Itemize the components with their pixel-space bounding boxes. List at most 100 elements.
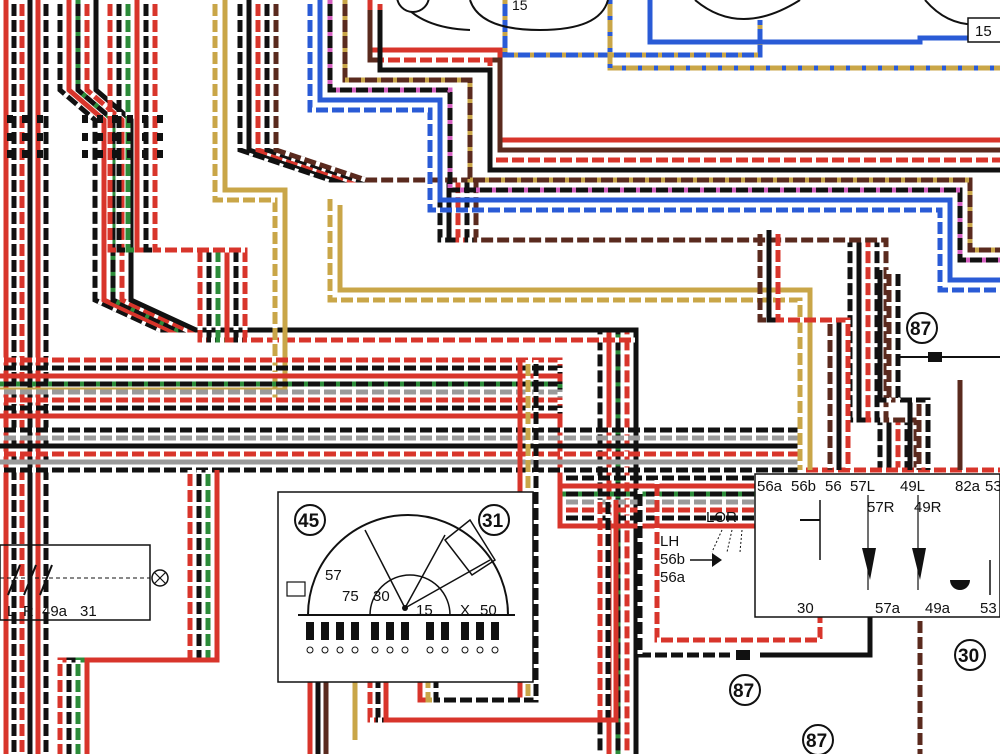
svg-text:45: 45 bbox=[298, 511, 320, 532]
wire-stripe-33 bbox=[502, 0, 763, 58]
connector-pin-4-0 bbox=[97, 115, 103, 123]
relay-terminal-56a: 56a bbox=[757, 478, 783, 495]
connector-pin-7-1 bbox=[142, 133, 148, 141]
wire-10 bbox=[93, 0, 639, 754]
wire-31 bbox=[377, 10, 1000, 173]
top-left-connectors bbox=[7, 115, 163, 158]
top-right-terminal-label: 15 bbox=[975, 23, 992, 40]
rotary-terminal-block-11 bbox=[491, 622, 499, 640]
wire-56 bbox=[895, 270, 931, 470]
connector-pin-5-2 bbox=[112, 150, 118, 158]
wire-stripe-34 bbox=[607, 0, 1000, 71]
connector-pin-6-2 bbox=[127, 150, 133, 158]
wire-stripe-17 bbox=[152, 0, 635, 343]
rotary-terminal-blocks bbox=[306, 622, 499, 654]
connector-pin-7-0 bbox=[142, 115, 148, 123]
relay-side-labels: LH LOR 56b 56a bbox=[660, 509, 743, 586]
wire-stripe-50 bbox=[327, 195, 803, 470]
rotary-terminal-block-1 bbox=[321, 622, 329, 640]
relay-terminal-57r: 57R bbox=[867, 499, 895, 516]
inline-connector-87-right bbox=[900, 352, 1000, 362]
svg-text:31: 31 bbox=[482, 511, 504, 532]
rotary-terminal-block-0 bbox=[306, 622, 314, 640]
rotary-terminal-15: 15 bbox=[416, 602, 433, 619]
connector-pin-3-1 bbox=[82, 133, 88, 141]
rotary-terminal-block-4 bbox=[371, 622, 379, 640]
connector-pin-0-1 bbox=[7, 133, 13, 141]
connector-pin-8-0 bbox=[157, 115, 163, 123]
rotary-terminal-block-8 bbox=[441, 622, 449, 640]
relay-terminal-57a: 57a bbox=[875, 600, 901, 617]
label-lh: LH bbox=[660, 533, 679, 550]
relay-terminal-30: 30 bbox=[797, 600, 814, 617]
connector-pin-4-2 bbox=[97, 150, 103, 158]
rotary-terminal-x: X bbox=[460, 602, 470, 619]
connector-pin-6-1 bbox=[127, 133, 133, 141]
connector-pin-5-0 bbox=[112, 115, 118, 123]
rotary-terminal-block-6 bbox=[401, 622, 409, 640]
bulb-icon bbox=[151, 569, 169, 587]
connector-pin-1-2 bbox=[22, 150, 28, 158]
connector-pin-2-0 bbox=[37, 115, 43, 123]
rotary-terminal-block-9 bbox=[461, 622, 469, 640]
wire-73 bbox=[760, 617, 873, 658]
rotary-terminal-57: 57 bbox=[325, 567, 342, 584]
relay-terminal-56b: 56b bbox=[791, 478, 816, 495]
relay-terminal-57l: 57L bbox=[850, 478, 875, 495]
connector-pin-3-2 bbox=[82, 150, 88, 158]
switch-terminal-31: 31 bbox=[80, 603, 97, 620]
connector-pin-4-1 bbox=[97, 133, 103, 141]
rotary-terminal-pin-3 bbox=[351, 646, 359, 654]
rotary-terminal-pin-7 bbox=[426, 646, 434, 654]
wire-33 bbox=[607, 0, 1000, 71]
svg-text:87: 87 bbox=[806, 731, 827, 752]
wire-29 bbox=[367, 10, 1000, 153]
connector-pin-2-2 bbox=[37, 150, 43, 158]
connector-pin-2-1 bbox=[37, 133, 43, 141]
wire-stripe-73 bbox=[637, 490, 730, 658]
rotary-terminal-block-5 bbox=[386, 622, 394, 640]
rotary-terminal-pin-2 bbox=[336, 646, 344, 654]
wire-50 bbox=[337, 205, 813, 470]
connector-pin-0-2 bbox=[7, 150, 13, 158]
top-terminal-label: 15 bbox=[512, 0, 528, 13]
svg-text:87: 87 bbox=[733, 681, 754, 702]
rotary-terminal-pin-6 bbox=[401, 646, 409, 654]
relay-terminal-49a: 49a bbox=[925, 600, 951, 617]
wire-stripe-28 bbox=[342, 0, 1000, 253]
wire-25 bbox=[317, 0, 1000, 283]
wire-stripe-24 bbox=[273, 0, 919, 470]
rotary-terminal-pin-4 bbox=[371, 646, 379, 654]
rotary-terminal-pin-11 bbox=[491, 646, 499, 654]
connector-pin-5-1 bbox=[112, 133, 118, 141]
rotary-terminal-block-10 bbox=[476, 622, 484, 640]
relay-terminal-49l: 49L bbox=[900, 478, 925, 495]
connector-pin-8-1 bbox=[157, 133, 163, 141]
wire-stripe-31 bbox=[377, 0, 1000, 163]
inline-connector-87-bottom bbox=[736, 650, 750, 660]
wire-53 bbox=[775, 230, 851, 470]
wire-stripe-18 bbox=[0, 0, 278, 403]
connector-87-right: 87 bbox=[906, 312, 938, 344]
connector-87-bottom: 87 bbox=[729, 674, 761, 706]
connector-30: 30 bbox=[954, 639, 986, 671]
top-right-terminal-box bbox=[967, 17, 1000, 43]
rotary-terminal-pin-9 bbox=[461, 646, 469, 654]
relay-terminal-53-top: 53 bbox=[985, 478, 1000, 495]
label-56b: 56b bbox=[660, 551, 685, 568]
wire-34 bbox=[647, 0, 1000, 45]
wire-stripe-57 bbox=[895, 270, 931, 470]
light-relay-unit: 56a 56b 56 57L 49L 82a 53 57R 49R 30 57a… bbox=[754, 473, 1000, 618]
connector-pin-0-0 bbox=[7, 115, 13, 123]
rotary-terminal-pin-5 bbox=[386, 646, 394, 654]
switch-terminal-r: R bbox=[23, 603, 34, 620]
relay-terminal-82a: 82a bbox=[955, 478, 981, 495]
wire-32 bbox=[502, 0, 763, 58]
svg-text:30: 30 bbox=[958, 646, 979, 667]
wire-30 bbox=[377, 0, 1000, 163]
connector-pin-7-2 bbox=[142, 150, 148, 158]
top-gauge-ring-middle bbox=[694, 0, 801, 20]
switch-terminal-49a: 49a bbox=[42, 603, 68, 620]
relay-terminal-49r: 49R bbox=[914, 499, 942, 516]
label-lor: LOR bbox=[706, 509, 737, 526]
